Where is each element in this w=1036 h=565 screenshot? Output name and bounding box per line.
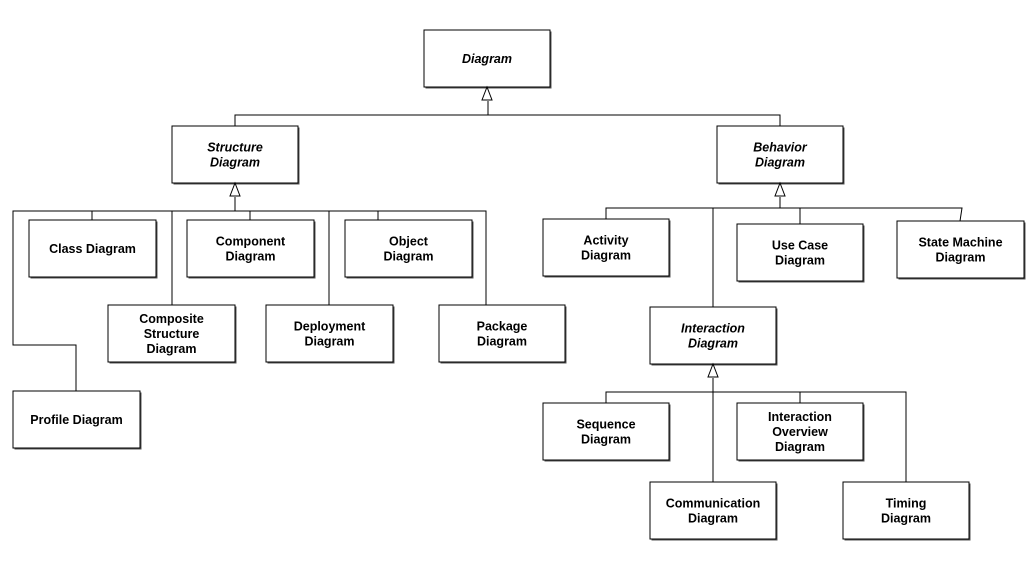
generalization-arrowhead-structure: [229, 181, 241, 197]
node-box: [736, 223, 864, 282]
node-label-line: Diagram: [688, 512, 738, 526]
node-box: [423, 29, 551, 88]
node-box: [649, 306, 777, 365]
node-label-line: Package: [477, 320, 528, 334]
node-label-line: Object: [389, 235, 429, 249]
node-label-line: Diagram: [225, 250, 275, 264]
node-label-line: Timing: [886, 497, 927, 511]
nodes-layer: DiagramStructureDiagramBehaviorDiagramCl…: [12, 29, 1026, 541]
edge-statemachine-to-behavior: [780, 207, 963, 222]
node-box: [542, 402, 670, 461]
node-label-line: Structure: [144, 327, 200, 341]
edge-package-to-structure: [378, 210, 487, 305]
node-label-line: Component: [216, 235, 286, 249]
edge-overview-to-interaction: [713, 391, 801, 403]
node-label-line: Diagram: [462, 52, 512, 66]
node-box: [896, 220, 1025, 279]
edge-activity-to-behavior: [605, 197, 781, 219]
node-box: [649, 481, 777, 540]
node-box: [736, 402, 864, 461]
node-label-line: Composite: [139, 312, 204, 326]
node-label-line: Diagram: [210, 156, 260, 170]
generalization-arrowhead-interaction: [707, 362, 719, 378]
node-box: [28, 219, 157, 278]
node-box: [107, 304, 236, 363]
edge-object-to-structure: [235, 210, 379, 220]
node-box: [542, 218, 670, 277]
node-label-line: Diagram: [935, 251, 985, 265]
node-box: [842, 481, 970, 540]
edge-component-to-structure: [235, 210, 251, 220]
edge-structure-to-diagram: [234, 101, 489, 126]
node-label-line: Diagram: [581, 433, 631, 447]
node-box: [716, 125, 844, 184]
arrowheads-layer: [229, 85, 786, 378]
node-label-line: Class Diagram: [49, 242, 136, 256]
edge-sequence-to-interaction: [605, 378, 714, 403]
node-label-line: Sequence: [576, 418, 635, 432]
node-label-line: Diagram: [881, 512, 931, 526]
node-label-line: Profile Diagram: [30, 413, 122, 427]
node-label-line: Diagram: [477, 335, 527, 349]
generalization-arrowhead-behavior: [774, 181, 786, 197]
node-box: [12, 390, 141, 449]
node-label-line: Overview: [772, 425, 828, 439]
node-box: [265, 304, 394, 363]
node-label-line: Diagram: [383, 250, 433, 264]
node-label-line: Diagram: [304, 335, 354, 349]
node-label-line: Diagram: [688, 337, 738, 351]
generalization-arrowhead-diagram: [481, 85, 493, 101]
edges-layer: [12, 101, 963, 482]
edge-behavior-to-diagram: [488, 114, 781, 126]
node-label-line: State Machine: [918, 236, 1002, 250]
node-label-line: Structure: [207, 141, 263, 155]
node-label-line: Communication: [666, 497, 760, 511]
node-label-line: Behavior: [753, 141, 808, 155]
node-box: [438, 304, 566, 363]
node-label-line: Diagram: [146, 342, 196, 356]
node-diagram: Diagram: [423, 29, 552, 89]
node-label-line: Diagram: [581, 249, 631, 263]
edge-timing-to-interaction: [800, 391, 907, 482]
node-box: [344, 219, 473, 278]
node-label-line: Interaction: [768, 410, 832, 424]
node-box: [171, 125, 299, 184]
node-label-line: Interaction: [681, 322, 745, 336]
node-label-line: Activity: [583, 234, 628, 248]
node-profile: Profile Diagram: [12, 390, 142, 450]
node-label-line: Use Case: [772, 239, 828, 253]
edge-profile-to-structure: [12, 210, 92, 391]
node-label-line: Diagram: [755, 156, 805, 170]
node-box: [186, 219, 315, 278]
node-label-line: Deployment: [294, 320, 366, 334]
node-label-line: Diagram: [775, 440, 825, 454]
edge-class-to-structure: [91, 197, 236, 220]
node-label-line: Diagram: [775, 254, 825, 268]
node-class: Class Diagram: [28, 219, 158, 279]
